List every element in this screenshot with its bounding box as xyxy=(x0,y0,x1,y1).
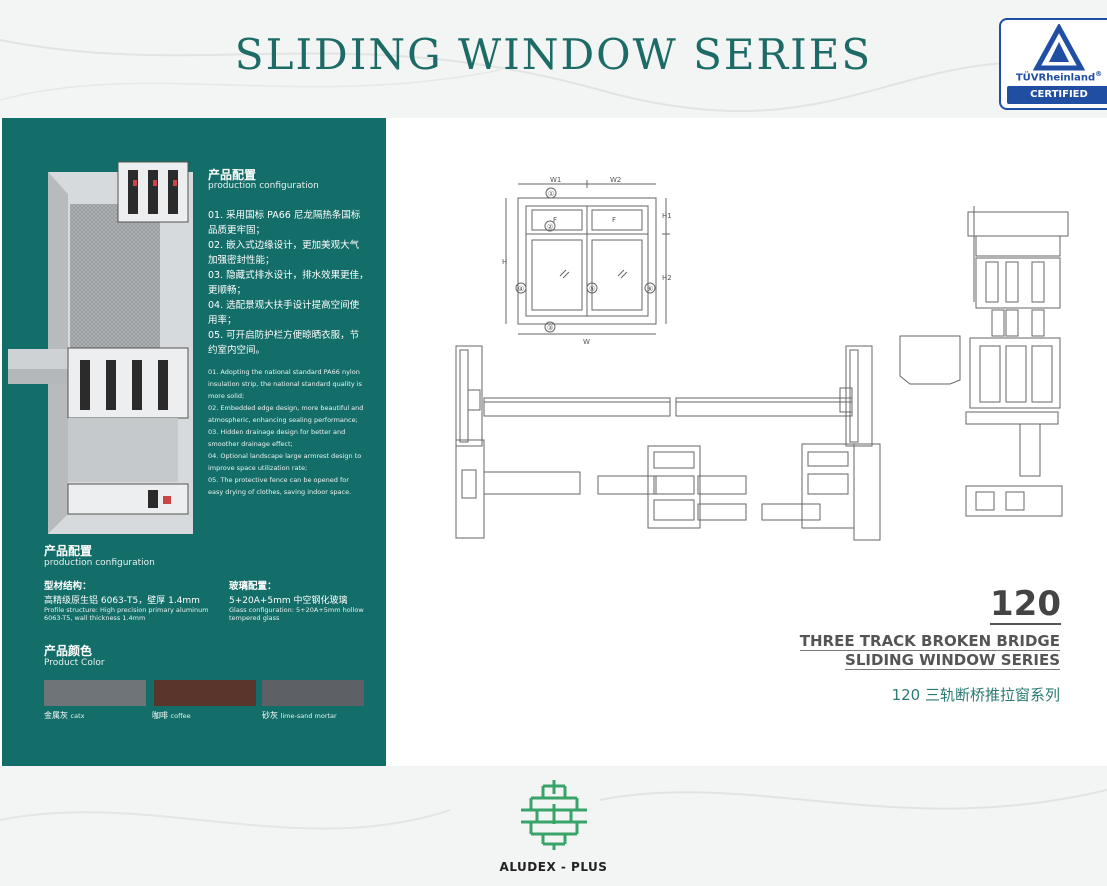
feature-cn-line: 05. 可开启防护栏方便晾晒衣服，节 xyxy=(208,330,360,341)
technical-drawing: W1 W2 W H H1 H2 F F ① ② ③ ④ ⑤ ⑥ xyxy=(455,176,1069,541)
circle-1: ① xyxy=(548,190,554,198)
feature-cn-line: 02. 嵌入式边缘设计，更加美观大气 xyxy=(208,240,360,251)
feature-en-line: more solid; xyxy=(208,392,245,400)
profile-label: 型材结构： xyxy=(44,581,92,592)
glass-en: Glass configuration: 5+20A+5mm hollow te… xyxy=(229,606,364,622)
color-heading-cn: 产品颜色 xyxy=(44,644,93,658)
dim-h1: H1 xyxy=(662,212,672,220)
color-swatch-coffee xyxy=(154,680,256,706)
color-en: lime-sand mortar xyxy=(280,712,337,720)
feature-en-line: 01. Adopting the national standard PA66 … xyxy=(208,368,360,376)
features-en-list: 01. Adopting the national standard PA66 … xyxy=(208,366,380,498)
tuv-certified-label: CERTIFIED xyxy=(1007,86,1107,104)
feature-en-line: improve space utilization rate; xyxy=(208,464,308,472)
color-en: catx xyxy=(70,712,85,720)
color-cn: 砂灰 xyxy=(262,711,278,720)
feature-cn-line: 04. 选配景观大扶手设计提高空间使 xyxy=(208,300,360,311)
color-heading-en: Product Color xyxy=(44,658,105,668)
feature-cn-line: 更顺畅； xyxy=(208,285,247,296)
color-label-metal-grey: 金属灰 catx xyxy=(44,710,85,721)
feature-en-line: insulation strip, the national standard … xyxy=(208,380,362,388)
profile-value: 高精级原生铝 6063-T5，壁厚 1.4mm xyxy=(44,596,200,606)
feature-en-line: smoother drainage effect; xyxy=(208,440,293,448)
color-swatch-metal-grey xyxy=(44,680,146,706)
dim-w: W xyxy=(583,338,590,346)
color-cn: 金属灰 xyxy=(44,711,68,720)
feature-en-line: 03. Hidden drainage design for better an… xyxy=(208,428,346,436)
model-number: 120 xyxy=(990,584,1061,625)
model-line-2: SLIDING WINDOW SERIES xyxy=(845,651,1060,670)
circle-6: ⑥ xyxy=(647,285,653,293)
tuv-brand: TÜVRheinland xyxy=(1015,72,1096,84)
profile-en: Profile structure: High precision primar… xyxy=(44,606,209,622)
model-name-cn: 120 三轨断桥推拉窗系列 xyxy=(891,686,1060,704)
config-heading-en: production configuration xyxy=(208,181,319,191)
circle-5: ⑤ xyxy=(589,285,595,293)
label-f-right: F xyxy=(612,216,616,224)
dim-h: H xyxy=(502,258,507,266)
circle-4: ④ xyxy=(518,285,524,293)
config2-heading-cn: 产品配置 xyxy=(44,544,93,558)
label-f-left: F xyxy=(553,216,557,224)
config-heading-cn: 产品配置 xyxy=(208,168,257,182)
config2-heading-en: production configuration xyxy=(44,558,155,568)
circle-3: ③ xyxy=(547,324,553,332)
color-en: coffee xyxy=(170,712,191,720)
color-label-coffee: 咖啡 coffee xyxy=(152,710,191,721)
dim-h2: H2 xyxy=(662,274,672,282)
feature-cn-line: 03. 隐藏式排水设计，排水效果更佳， xyxy=(208,270,369,281)
glass-value: 5+20A+5mm 中空钢化玻璃 xyxy=(229,596,348,606)
glass-label: 玻璃配置： xyxy=(229,581,277,592)
feature-en-line: 02. Embedded edge design, more beautiful… xyxy=(208,404,364,412)
feature-cn-line: 加强密封性能； xyxy=(208,255,275,266)
dim-w1: W1 xyxy=(550,176,561,184)
color-cn: 咖啡 xyxy=(152,711,168,720)
tuv-triangle-icon xyxy=(1032,24,1086,71)
feature-en-line: 04. Optional landscape large armrest des… xyxy=(208,452,362,460)
feature-en-line: atmospheric, enhancing sealing performan… xyxy=(208,416,358,424)
color-label-sand-grey: 砂灰 lime-sand mortar xyxy=(262,710,337,721)
aludex-logo-icon xyxy=(521,780,587,850)
feature-cn-line: 品质更牢固； xyxy=(208,225,266,236)
page-title: SLIDING WINDOW SERIES xyxy=(234,30,873,79)
elevation-frame xyxy=(517,197,657,325)
color-swatch-sand-grey xyxy=(262,680,364,706)
feature-en-line: easy drying of clothes, saving indoor sp… xyxy=(208,488,352,496)
tuv-registered: ® xyxy=(1095,70,1103,78)
circle-2: ② xyxy=(547,223,553,231)
model-line-1: THREE TRACK BROKEN BRIDGE xyxy=(799,632,1060,651)
tuv-certified-badge: TÜVRheinland® CERTIFIED xyxy=(999,18,1107,110)
features-cn-list: 01. 采用国标 PA66 尼龙隔热条国标 品质更牢固； 02. 嵌入式边缘设计… xyxy=(208,208,380,358)
company-name: ALUDEX - PLUS xyxy=(499,860,608,874)
product-config-panel: 产品配置 production configuration 01. 采用国标 P… xyxy=(2,118,386,766)
feature-cn-line: 用率； xyxy=(208,315,237,326)
dim-w2: W2 xyxy=(610,176,621,184)
feature-en-line: 05. The protective fence can be opened f… xyxy=(208,476,349,484)
window-profile-illustration xyxy=(8,161,193,534)
feature-cn-line: 01. 采用国标 PA66 尼龙隔热条国标 xyxy=(208,210,361,221)
feature-cn-line: 约室内空间。 xyxy=(208,345,266,356)
